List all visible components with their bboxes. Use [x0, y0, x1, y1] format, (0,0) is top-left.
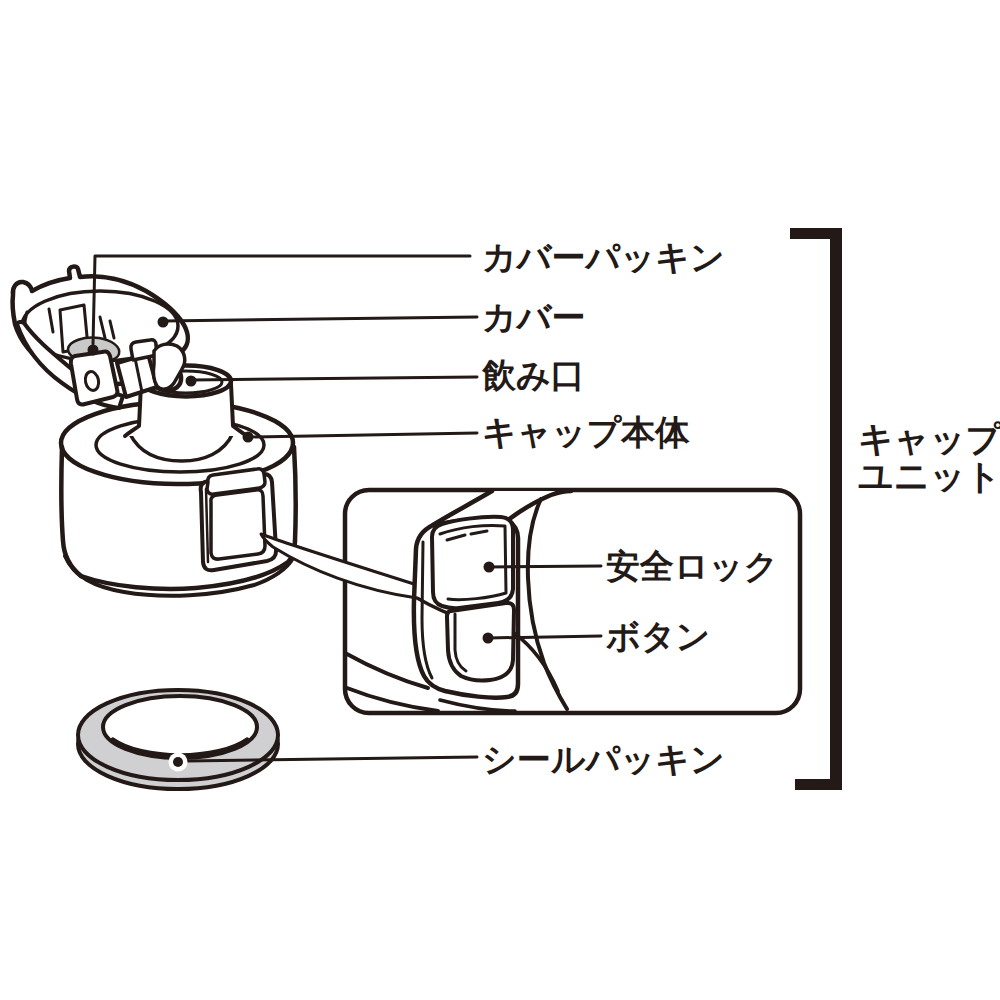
label-cap-unit: キャップ ユニット — [858, 420, 1000, 494]
label-cap-unit-line2: ユニット — [858, 457, 1000, 494]
label-button: ボタン — [606, 614, 710, 660]
seal-packing-drawing — [78, 690, 278, 789]
label-cover-packing: カバーパッキン — [482, 235, 725, 281]
label-safety-lock: 安全ロック — [606, 544, 778, 590]
label-cap-body: キャップ本体 — [482, 410, 689, 456]
label-cap-unit-line1: キャップ — [858, 420, 1000, 457]
label-spout: 飲み口 — [482, 353, 585, 399]
cover-drawing — [13, 267, 188, 408]
label-seal-packing: シールパッキン — [482, 737, 725, 783]
label-cover: カバー — [482, 295, 586, 341]
